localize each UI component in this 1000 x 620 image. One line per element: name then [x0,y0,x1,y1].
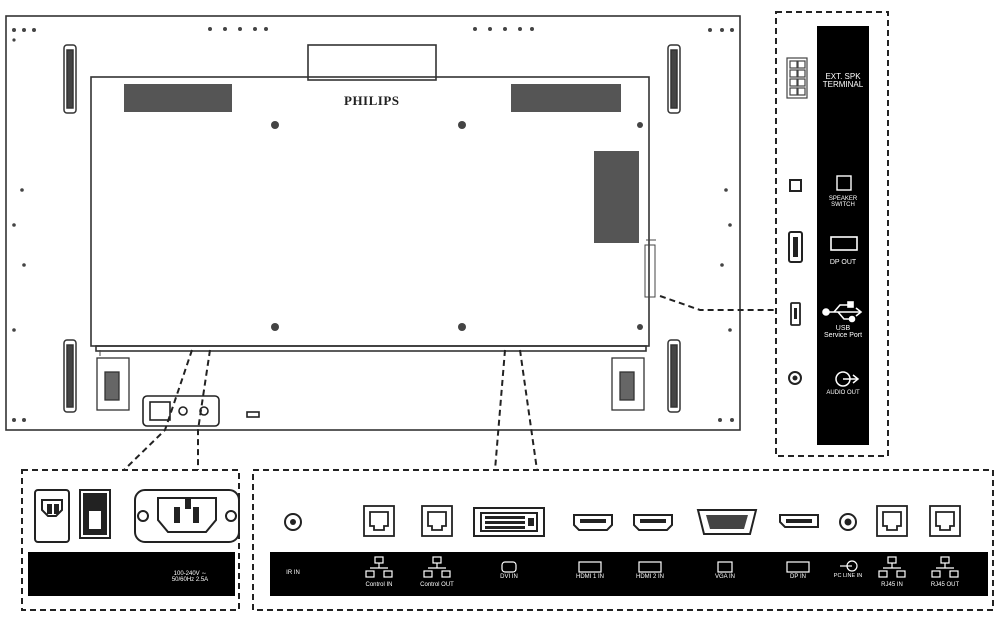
dp-out-port [788,231,803,263]
speaker-terminal [786,57,808,99]
dp-icon [786,561,810,573]
network-icon-rj45-out [931,556,959,578]
hdmi2-icon [638,561,662,573]
power-socket-icon [34,489,70,543]
stand-brackets [96,357,645,411]
speaker-switch-icon [836,175,852,191]
power-switch-icon [79,489,111,539]
usb-port [790,302,801,326]
hdmi1-in-port [573,514,613,531]
network-icon-control-out [423,556,451,578]
side-panel [786,26,869,445]
control-in-port [363,505,395,537]
displayport-icon [830,236,858,251]
dvi-icon [501,561,517,573]
ir-in-port [284,513,302,531]
port-label-control-in: Control IN [365,582,393,588]
power-panel [28,489,240,596]
vga-in-port [696,509,758,535]
hdmi1-icon [578,561,602,573]
port-label-pc-line-in: PC LINE IN [833,573,863,579]
mount-holes [12,27,734,422]
control-out-port [421,505,453,537]
callout-leaders [21,11,994,611]
side-panel-label-strip [817,26,869,445]
io-label-strip [270,552,988,596]
audio-out-label: AUDIO OUT [826,390,860,396]
dvi-in-port [473,507,545,537]
port-label-control-out: Control OUT [420,582,454,588]
dp-out-label: DP OUT [829,259,857,266]
network-icon-control-in [365,556,393,578]
audio-out-port [788,371,802,385]
pc-line-in-icon [840,560,858,572]
speaker-switch-port [789,179,802,192]
ac-inlet-icon [134,489,240,543]
monitor-rear-body [5,15,741,431]
dvi-pins [485,516,534,529]
port-label-dvi-in: DVI IN [500,574,518,580]
port-label-hdmi1-in: HDMI 1 IN [575,574,604,580]
pc-line-in-port [839,513,857,531]
port-label-hdmi2-in: HDMI 2 IN [635,574,664,580]
io-panel [270,505,988,596]
port-label-rj45-out: RJ45 OUT [930,582,960,588]
port-label-ir-in: IR IN [286,570,300,576]
power-rating-label: 100-240V ∼50/60Hz 2.5A [171,571,209,584]
network-icon-rj45-in [878,556,906,578]
hdmi2-in-port [633,514,673,531]
power-inlet-thumbnail [142,395,260,427]
vent-grilles [124,84,639,243]
audio-out-icon [835,371,860,387]
dp-in-port [779,514,819,528]
port-label-vga-in: VGA IN [714,574,735,580]
rj45-out-port [929,505,961,537]
port-label-rj45-in: RJ45 IN [881,582,903,588]
carry-handles [63,44,681,413]
usb-icon [822,301,863,323]
brand-logo: PHILIPS [344,93,400,108]
power-label-strip [28,552,235,596]
vga-icon [717,561,733,573]
rj45-in-port [876,505,908,537]
port-label-dp-in: DP IN [790,574,806,580]
